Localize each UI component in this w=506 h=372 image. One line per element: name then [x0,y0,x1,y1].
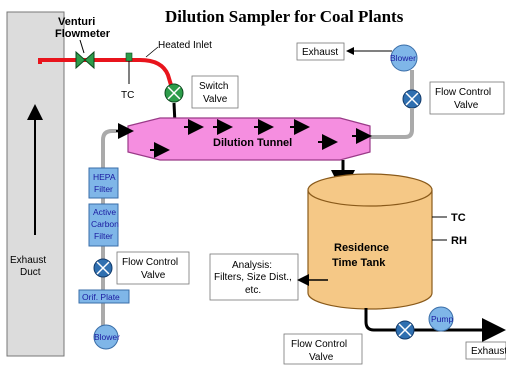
heated-inlet-line [38,58,176,96]
flow-control-top-x2 [405,92,419,106]
flow-control-bottom-label-2: Valve [309,352,334,363]
hepa-label-2: Filter [94,184,113,194]
tank-top [307,173,433,207]
tank-label-1: Residence [334,242,389,254]
analysis-label-3: etc. [245,285,261,296]
heated-inlet-leader [145,46,159,58]
carbon-filter [88,203,119,247]
blower-top-icon [390,44,418,72]
flow-control-left-label-2: Valve [141,270,166,281]
exhaust-bottom-label: Exhaust [471,346,506,357]
hepa-label-1: HEPA [93,172,116,182]
switch-valve-x2 [167,86,181,100]
carbon-label-3: Filter [94,231,113,241]
venturi-label-2: Flowmeter [55,28,111,40]
tank-rh-label: RH [451,235,467,247]
exhaust-duct-label-2: Duct [20,267,41,278]
pump-label: Pump [431,314,453,324]
flow-control-bottom-x2 [398,323,412,337]
tank-outlet-pipe [364,308,498,332]
dilution-air-pipe [101,129,128,168]
exhaust-duct-label-1: Exhaust [10,255,46,266]
blower-top-label: Blower [390,53,416,63]
switch-valve-label-2: Valve [203,94,228,105]
pump-icon [428,306,454,332]
tc-inlet-label: TC [121,90,134,101]
exhaust-top-label: Exhaust [302,47,338,58]
venturi-flowmeter-icon [75,50,95,70]
orifice-plate-label: Orif. Plate [82,292,120,302]
exhaust-top-box [296,42,345,61]
flow-control-left-label-1: Flow Control [122,257,178,268]
residence-time-tank [307,190,433,310]
venturi-leader [79,39,85,54]
switch-valve-label-1: Switch [199,81,228,92]
tc-inlet-sensor [125,52,133,62]
hepa-filter [88,167,119,199]
switch-valve-label-box [191,75,239,109]
analysis-label-2: Filters, Size Dist., [214,272,292,283]
carbon-label-1: Active [93,207,116,217]
venturi-label-1: Venturi [58,16,95,28]
flow-control-left-label-box [116,251,190,285]
flow-control-bottom-label-box [283,333,363,365]
flow-control-top-label-1: Flow Control [435,87,491,98]
heated-inlet-label: Heated Inlet [158,40,212,51]
tank-label-2: Time Tank [332,257,386,269]
flow-control-top-label-box [429,81,505,115]
diagram-title: Dilution Sampler for Coal Plants [165,7,404,26]
exhaust-bottom-box [465,341,506,360]
flow-control-top-label-2: Valve [454,100,479,111]
flow-control-left-x2 [96,261,110,275]
flow-control-bottom-label-1: Flow Control [291,339,347,350]
carbon-label-2: Carbon [91,219,119,229]
analysis-box [209,253,299,301]
tank-tc-label: TC [451,212,466,224]
dilution-tunnel-label: Dilution Tunnel [213,137,292,149]
orifice-plate [78,289,130,304]
analysis-label-1: Analysis: [232,260,272,271]
blower-bottom-icon [93,324,119,350]
tunnel-outlet-pipe [370,108,414,139]
blower-bottom-label: Blower [94,332,120,342]
